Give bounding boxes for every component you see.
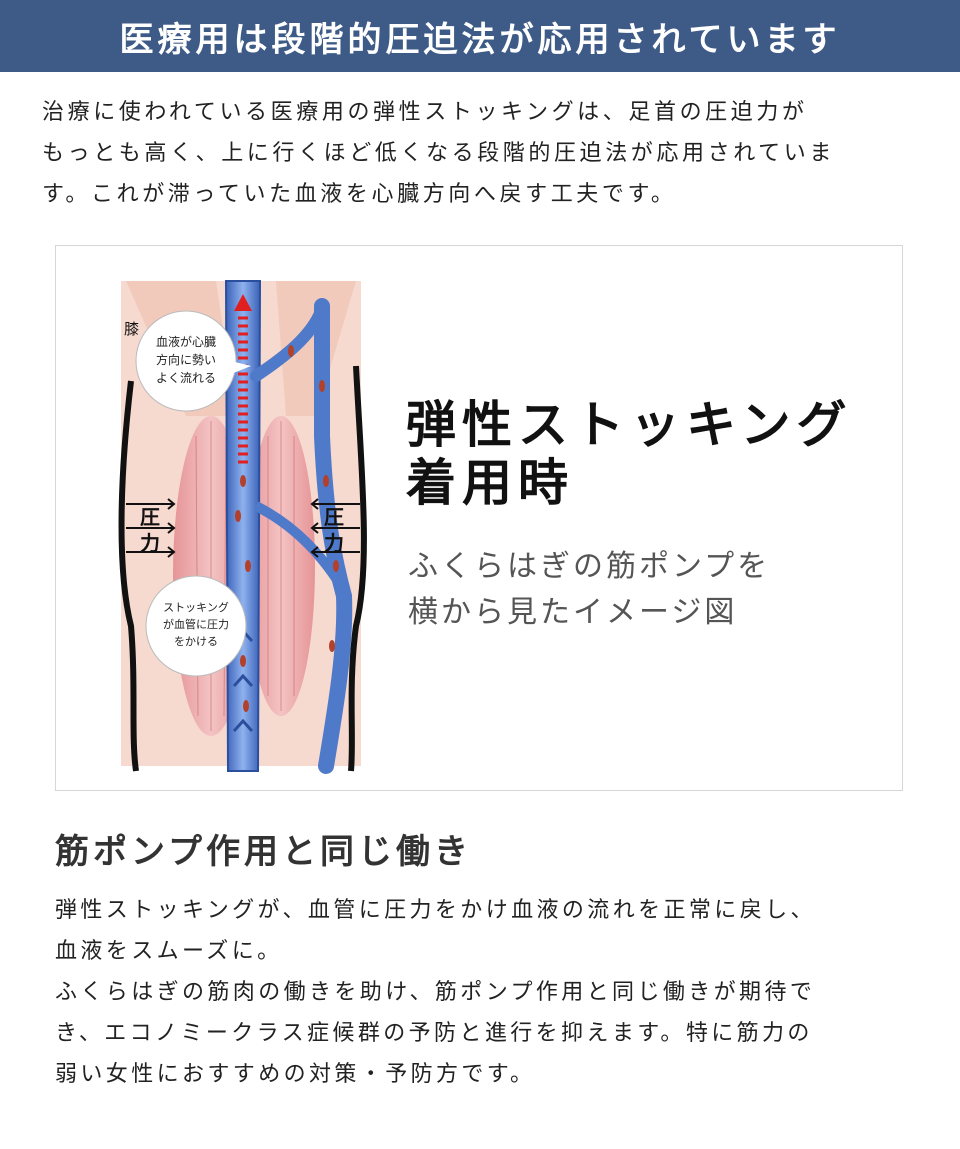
pressure-label-left: 力 <box>140 531 160 555</box>
intro-paragraph: 治療に使われている医療用の弾性ストッキングは、足首の圧迫力が もっとも高く、上に… <box>42 92 922 215</box>
speech-bubble-top <box>135 310 237 412</box>
pressure-label-right: 圧 <box>324 505 344 529</box>
diagram-subtitle-line: 横から見たイメージ図 <box>408 595 738 630</box>
bubble-top-line: 方向に勢い <box>156 352 216 367</box>
diagram-title: 弾性ストッキング 着用時 <box>406 396 853 512</box>
leg-outline-right <box>348 365 367 772</box>
diagram-title-line: 弾性ストッキング <box>406 396 853 454</box>
intro-line: もっとも高く、上に行くほど低くなる段階的圧迫法が応用されていま <box>42 141 835 166</box>
pressure-arrows-left <box>126 498 176 558</box>
section-heading: 筋ポンプ作用と同じ働き <box>55 832 472 872</box>
body-line: ふくらはぎの筋肉の働きを助け、筋ポンプ作用と同じ働きが期待で <box>55 980 816 1005</box>
body-line: 血液をスムーズに。 <box>55 939 283 964</box>
side-vein <box>314 298 353 774</box>
pressure-arrows-right <box>310 498 360 558</box>
flow-arrow-dashes <box>238 316 248 464</box>
diagram-panel: 膝 血液が心臓 方向に勢い よく流れる ストッキング が血管に圧力 をかける 圧… <box>55 245 903 791</box>
diagram-subtitle-line: ふくらはぎの筋ポンプを <box>408 549 771 584</box>
header-title: 医療用は段階的圧迫法が応用されています <box>119 19 841 60</box>
bubble-bottom-line: が血管に圧力 <box>163 617 229 631</box>
knee-label: 膝 <box>124 320 139 338</box>
flow-arrow-head <box>234 294 252 311</box>
bubble-top-line: よく流れる <box>156 371 216 385</box>
body-line: 弱い女性におすすめの対策・予防方です。 <box>55 1062 536 1087</box>
pressure-label-right: 力 <box>324 531 344 555</box>
calf-pump-illustration: 膝 血液が心臓 方向に勢い よく流れる ストッキング が血管に圧力 をかける 圧… <box>86 266 386 776</box>
diagram-title-line: 着用時 <box>406 454 574 512</box>
diagram-subtitle: ふくらはぎの筋ポンプを 横から見たイメージ図 <box>408 544 770 636</box>
page-header-banner: 医療用は段階的圧迫法が応用されています <box>0 0 960 72</box>
bubble-top-line: 血液が心臓 <box>156 334 216 349</box>
calf-illustration-svg: 膝 血液が心臓 方向に勢い よく流れる ストッキング が血管に圧力 をかける 圧… <box>118 280 367 774</box>
body-line: 弾性ストッキングが、血管に圧力をかけ血液の流れを正常に戻し、 <box>55 898 816 923</box>
section-body: 弾性ストッキングが、血管に圧力をかけ血液の流れを正常に戻し、 血液をスムーズに。… <box>55 890 915 1095</box>
intro-line: す。これが滞っていた血液を心臓方向へ戻す工夫です。 <box>42 182 677 207</box>
intro-line: 治療に使われている医療用の弾性ストッキングは、足首の圧迫力が <box>42 100 808 125</box>
speech-bubble-bottom <box>145 575 247 677</box>
body-line: き、エコノミークラス症候群の予防と進行を抑えます。特に筋力の <box>55 1021 813 1046</box>
bubble-bottom-line: をかける <box>174 635 218 648</box>
leg-outline-left <box>118 380 139 772</box>
bubble-bottom-line: ストッキング <box>163 600 229 614</box>
pressure-label-left: 圧 <box>140 505 160 529</box>
